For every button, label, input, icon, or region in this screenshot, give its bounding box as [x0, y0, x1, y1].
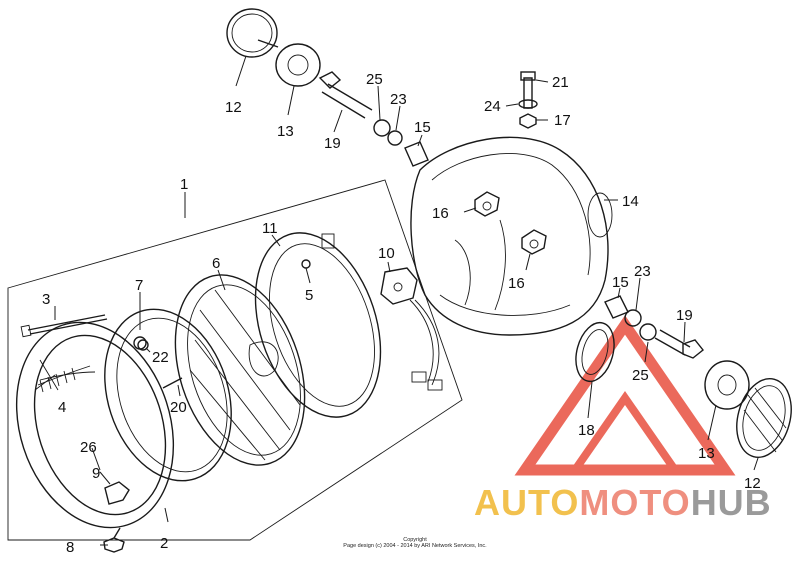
- callout-13-right: 13: [698, 445, 715, 462]
- callout-14: 14: [622, 193, 639, 210]
- bolt-19-right: [654, 329, 704, 359]
- callout-24: 24: [484, 98, 501, 115]
- sealed-beam-lens: [174, 274, 306, 466]
- bolt-16-lower: [521, 229, 547, 255]
- callout-3: 3: [42, 291, 50, 308]
- watermark-text-auto: AUTO: [474, 482, 580, 523]
- bracket-9: [104, 481, 130, 505]
- nut-22: [137, 339, 149, 351]
- callout-12-top: 12: [225, 99, 242, 116]
- callout-9: 9: [92, 465, 100, 482]
- callout-21: 21: [552, 74, 569, 91]
- bolt-16-upper: [474, 191, 500, 217]
- callout-12-right: 12: [744, 475, 761, 492]
- callout-23-right: 23: [634, 263, 651, 280]
- collar-15-top: [404, 141, 429, 167]
- collar-15-right: [604, 295, 629, 319]
- callout-19-top: 19: [324, 135, 341, 152]
- callout-23-top: 23: [390, 91, 407, 108]
- callout-4: 4: [58, 399, 66, 416]
- callout-11: 11: [262, 220, 278, 237]
- watermark-wordmark: AUTOMOTOHUB: [474, 482, 772, 524]
- nut-17: [519, 113, 537, 129]
- mounting-ring: [104, 308, 232, 482]
- callout-1: 1: [180, 176, 188, 193]
- watermark-triangle-logo: [514, 315, 736, 476]
- callout-22: 22: [152, 349, 169, 366]
- callout-26: 26: [80, 439, 97, 456]
- callout-labels: 1 2 3 4 5 6 7 8 9 10 11 12 13 14 15 16 1…: [42, 71, 761, 556]
- callout-18: 18: [578, 422, 595, 439]
- bolt-19-top: [318, 71, 373, 119]
- callout-19-right: 19: [676, 307, 693, 324]
- washer-25-top: [373, 119, 391, 137]
- callout-25-right: 25: [632, 367, 649, 384]
- headlight-socket: [380, 267, 443, 391]
- copyright-notice: Copyright Page design (c) 2004 - 2014 by…: [300, 537, 530, 549]
- copyright-line-2: Page design (c) 2004 - 2014 by ARI Netwo…: [343, 543, 487, 549]
- cushion-13-top: [257, 39, 321, 87]
- callout-15-top: 15: [414, 119, 431, 136]
- copyright-line-1: Copyright: [403, 537, 427, 543]
- cap-12-top: [226, 8, 278, 58]
- callout-10: 10: [378, 245, 395, 262]
- headlight-unit: [254, 232, 382, 418]
- callout-16-lower: 16: [508, 275, 525, 292]
- collar-23-top: [387, 130, 403, 146]
- callout-15-right: 15: [612, 274, 629, 291]
- washer-25-right: [639, 323, 657, 341]
- callout-16-upper: 16: [432, 205, 449, 222]
- callout-2: 2: [160, 535, 168, 552]
- callout-7: 7: [135, 277, 143, 294]
- callout-17: 17: [554, 112, 571, 129]
- assembly-outline: [7, 179, 463, 541]
- watermark-text-hub: HUB: [690, 482, 772, 523]
- callout-20: 20: [170, 399, 187, 416]
- callout-5: 5: [305, 287, 313, 304]
- cushion-13-right: [704, 360, 750, 410]
- callout-13-top: 13: [277, 123, 294, 140]
- screw-20: [162, 377, 183, 389]
- washer-24: [518, 99, 538, 109]
- adjusting-screw: [20, 314, 108, 338]
- callout-25-top: 25: [366, 71, 383, 88]
- callout-8: 8: [66, 539, 74, 556]
- headlight-rim: [15, 321, 175, 529]
- callout-6: 6: [212, 255, 220, 272]
- collar-23-right: [624, 309, 642, 327]
- reflector-12-right: [736, 378, 792, 458]
- leader-lines: [54, 55, 759, 546]
- spring-4: [37, 365, 91, 393]
- watermark-text-moto: MOTO: [579, 482, 691, 523]
- screw-8: [103, 527, 125, 553]
- headlight-case: [410, 136, 613, 336]
- grommet-18: [575, 321, 615, 383]
- bolt-21: [520, 71, 536, 109]
